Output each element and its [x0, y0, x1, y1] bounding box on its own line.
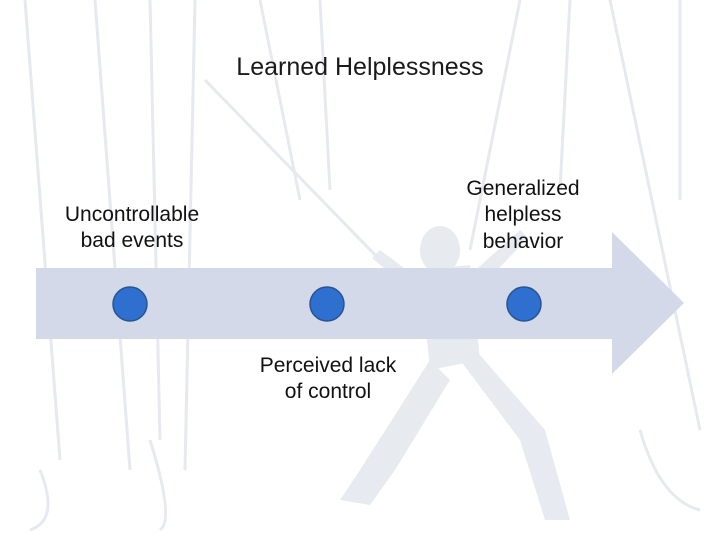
slide-title: Learned Helplessness [236, 53, 484, 81]
event-label-generalized-helpless-behavior: Generalized helpless behavior [466, 177, 580, 253]
event-label-perceived-lack-of-control: Perceived lack of control [259, 354, 397, 404]
timeline-arrow [36, 232, 684, 374]
timeline-dot-1 [112, 286, 148, 322]
timeline-dots [112, 286, 542, 322]
timeline-dot-3 [506, 286, 542, 322]
event-label-uncontrollable-bad-events: Uncontrollable bad events [64, 203, 200, 253]
timeline-dot-2 [309, 286, 345, 322]
